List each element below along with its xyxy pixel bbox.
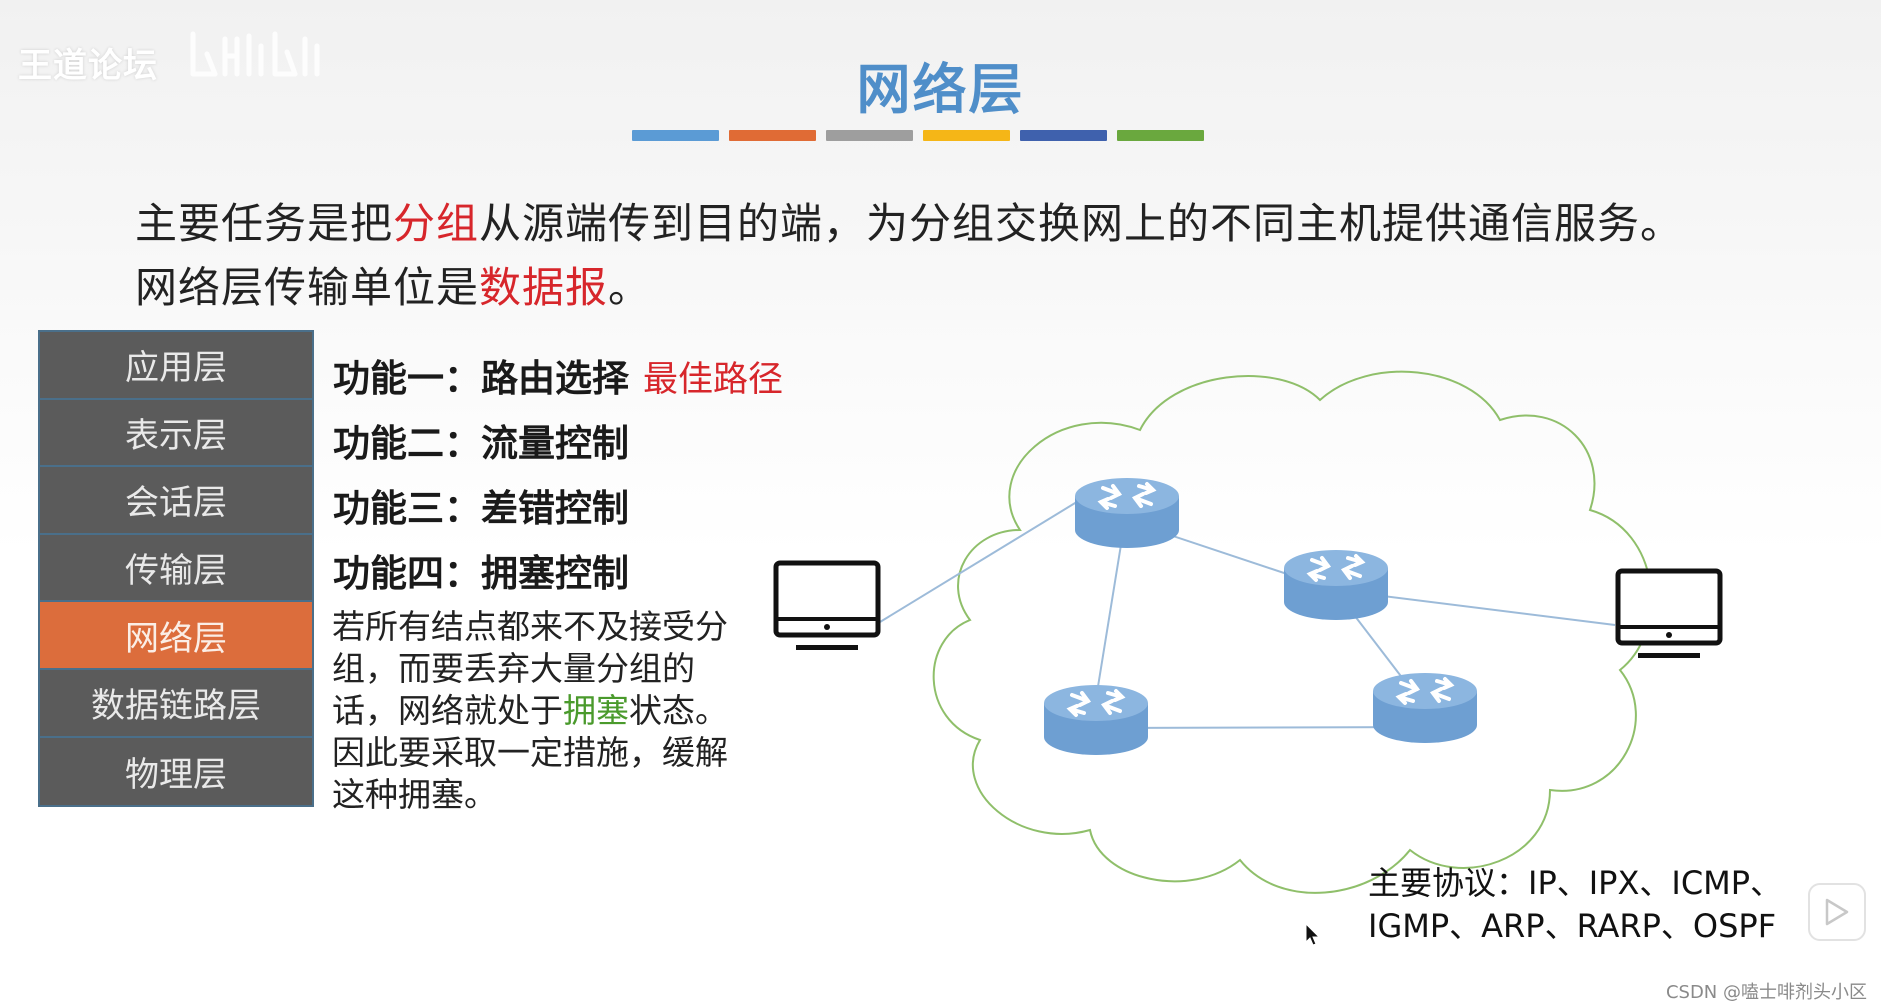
router-bottom-left: [1042, 683, 1150, 757]
router-top: [1073, 476, 1181, 550]
layer-transport: 传输层: [40, 535, 312, 603]
layer-application: 应用层: [40, 332, 312, 400]
layer-presentation: 表示层: [40, 400, 312, 468]
intro-line-2-suffix: 。: [608, 263, 652, 312]
main-protocols: 主要协议：IP、IPX、ICMP、 IGMP、ARP、RARP、OSPF: [1368, 862, 1782, 948]
bilibili-logo: [190, 31, 320, 77]
congestion-highlight: 拥塞: [563, 691, 629, 730]
csdn-watermark: CSDN @嗑士啡剂头小区: [1665, 982, 1867, 1003]
intro-highlight-packet: 分组: [393, 199, 480, 248]
layer-physical: 物理层: [125, 754, 227, 795]
layer-session: 会话层: [40, 467, 312, 535]
congestion-note-part2: 状态。因此要采取一定措施，缓解这种拥塞。: [332, 691, 728, 814]
function-congestion-control: 功能四：拥塞控制: [333, 552, 629, 595]
network-cloud: [932, 370, 1653, 894]
function-routing-best-path: 最佳路径: [643, 360, 784, 400]
router-right: [1282, 548, 1390, 622]
link-host-left-router-top: [879, 499, 1081, 623]
intro-highlight-datagram: 数据报: [479, 263, 609, 312]
title-color-bar-6: [1117, 130, 1204, 141]
host-left-icon: [773, 560, 881, 650]
function-routing-text: 功能一：路由选择: [333, 357, 629, 400]
intro-line-2: 网络层传输单位是数据报。: [135, 254, 651, 315]
function-error-control: 功能三：差错控制: [333, 487, 629, 530]
link-router-top-router-bottom-left: [1094, 519, 1126, 706]
intro-line-1-suffix: 从源端传到目的端，为分组交换网上的不同主机提供通信服务。: [479, 199, 1684, 248]
protocols-line-1: 主要协议：IP、IPX、ICMP、: [1368, 864, 1783, 902]
router-bottom-right: [1371, 671, 1479, 745]
protocols-line-2: IGMP、ARP、RARP、OSPF: [1368, 907, 1777, 945]
title-color-bar-4: [923, 130, 1010, 141]
intro-line-1-prefix: 主要任务是把: [135, 199, 394, 248]
intro-line-2-prefix: 网络层传输单位是: [135, 263, 480, 312]
video-play-button[interactable]: [1808, 883, 1866, 941]
title-color-bar-2: [729, 130, 816, 141]
function-flow-control: 功能二：流量控制: [333, 422, 629, 465]
congestion-note-part1: 若所有结点都来不及接受分组，而要丢弃大量分组的话，网络就处于: [332, 607, 728, 730]
forum-watermark: 王道论坛: [18, 46, 158, 86]
intro-line-1: 主要任务是把分组从源端传到目的端，为分组交换网上的不同主机提供通信服务。: [135, 190, 1683, 251]
host-right-icon: [1615, 568, 1723, 658]
network-diagram: [773, 370, 1723, 894]
title-color-bar-1: [632, 130, 719, 141]
link-router-bottom-left-router-bottom-right: [1094, 726, 1424, 729]
congestion-note: 若所有结点都来不及接受分组，而要丢弃大量分组的话，网络就处于拥塞状态。因此要采取…: [332, 606, 752, 816]
title-color-bar-5: [1020, 130, 1107, 141]
title-color-bar-3: [826, 130, 913, 141]
mouse-cursor-icon: [1305, 923, 1321, 946]
osi-layer-stack: 应用层 表示层 会话层 传输层 网络层 数据链路层 物理层: [38, 330, 314, 808]
layer-data-link: 数据链路层: [40, 670, 312, 738]
slide-title: 网络层: [856, 58, 1025, 121]
play-icon: [1825, 898, 1849, 926]
layer-network: 网络层: [40, 602, 312, 670]
function-routing: 功能一：路由选择最佳路径: [333, 348, 783, 402]
